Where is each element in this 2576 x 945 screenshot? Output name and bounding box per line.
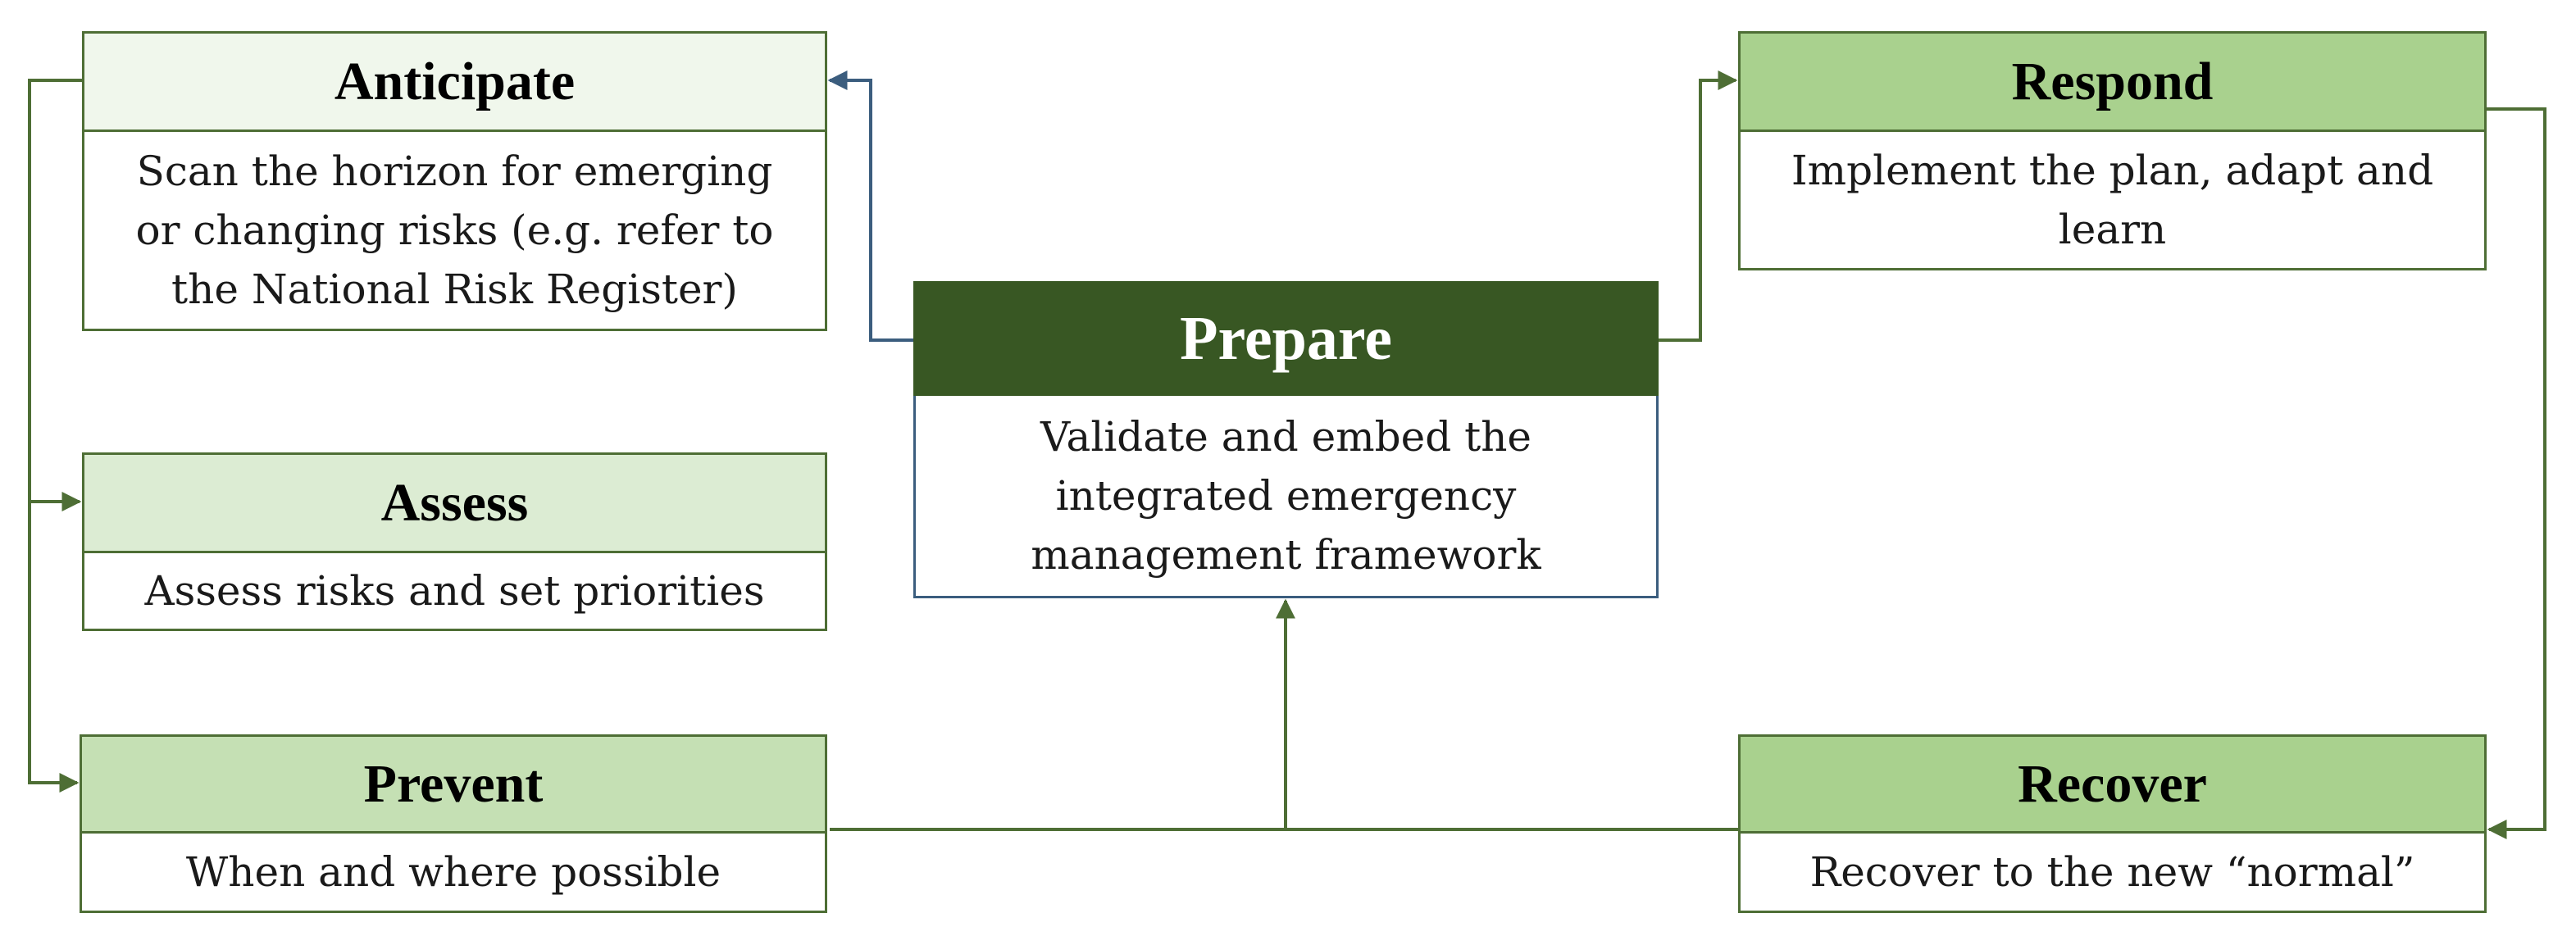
prevent-title: Prevent <box>82 737 825 834</box>
anticipate-description: Scan the horizon for emerging or changin… <box>135 148 774 313</box>
anticipate-title: Anticipate <box>84 34 825 132</box>
assess-title: Assess <box>84 455 825 553</box>
edge-anticipate-to-assess <box>28 79 82 511</box>
edge-prepare-to-anticipate <box>827 70 913 342</box>
anticipate-node: Anticipate Scan the horizon for emerging… <box>82 31 827 331</box>
prepare-title: Prepare <box>913 281 1659 396</box>
prepare-node: Prepare Validate and embed the integrate… <box>913 281 1659 598</box>
respond-title: Respond <box>1741 34 2484 132</box>
respond-description: Implement the plan, adapt and learn <box>1791 147 2434 253</box>
recover-title: Recover <box>1741 737 2484 834</box>
recover-description: Recover to the new “normal” <box>1809 848 2415 896</box>
assess-description: Assess risks and set priorities <box>144 567 765 615</box>
prevent-description: When and where possible <box>185 848 721 896</box>
edge-prepare-to-respond <box>1659 70 1738 342</box>
edge-anticipate-to-prevent <box>28 502 80 793</box>
respond-node: Respond Implement the plan, adapt and le… <box>1738 31 2487 270</box>
prevent-node: Prevent When and where possible <box>80 734 827 913</box>
assess-node: Assess Assess risks and set priorities <box>82 452 827 631</box>
edge-respond-to-recover <box>2487 107 2546 839</box>
prepare-description: Validate and embed the integrated emerge… <box>913 396 1659 598</box>
recover-node: Recover Recover to the new “normal” <box>1738 734 2487 913</box>
